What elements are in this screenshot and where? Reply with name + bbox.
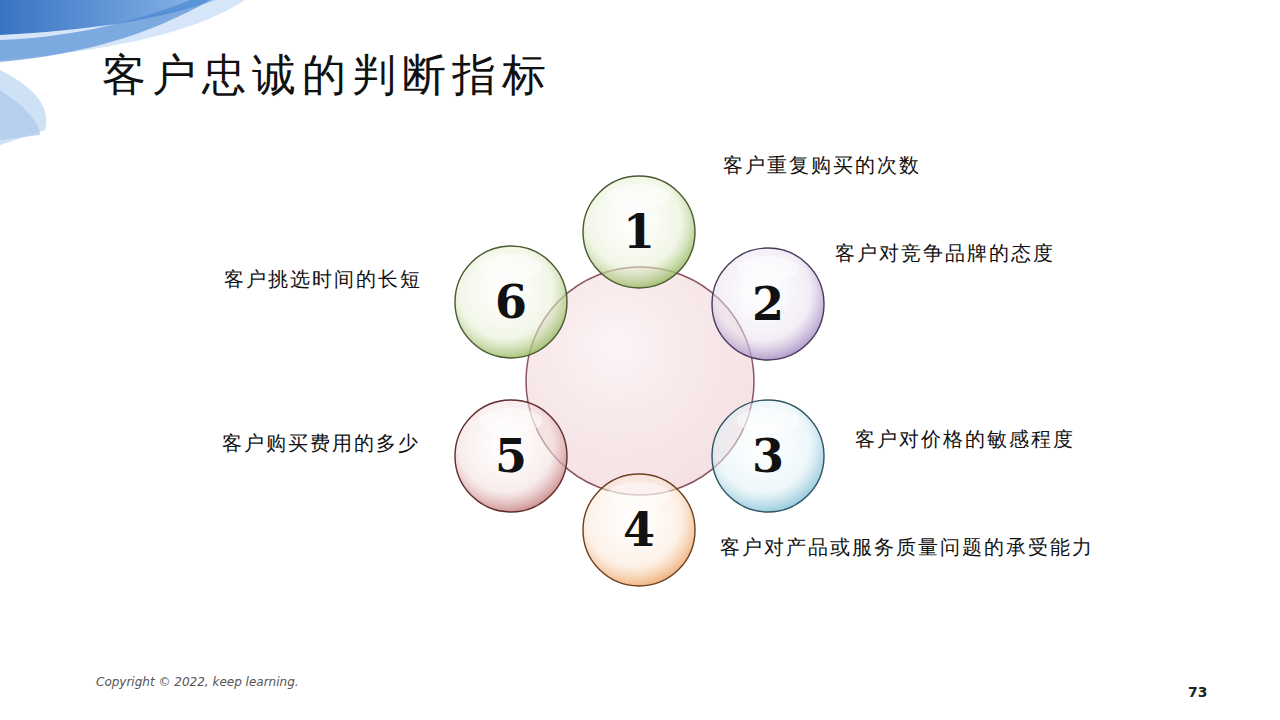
circle-outline	[455, 246, 567, 358]
number-circle: 4客户对产品或服务质量问题的承受能力	[582, 473, 696, 587]
callout-number: 2	[711, 247, 825, 361]
swoosh	[0, 90, 40, 140]
page-number: 73	[1188, 684, 1207, 700]
number-circle: 2客户对竞争品牌的态度	[711, 247, 825, 361]
circle-outline	[712, 248, 824, 360]
swoosh	[0, 70, 46, 145]
circle-outline	[583, 176, 695, 288]
indicator-label: 客户重复购买的次数	[723, 152, 921, 179]
callout-number: 6	[454, 245, 568, 359]
circle-outline	[455, 400, 567, 512]
indicator-label: 客户购买费用的多少	[222, 430, 420, 457]
number-circle: 1客户重复购买的次数	[582, 175, 696, 289]
indicator-label: 客户对价格的敏感程度	[855, 426, 1075, 453]
callout-number: 3	[711, 399, 825, 513]
circle-outline	[712, 400, 824, 512]
callout-number: 4	[582, 473, 696, 587]
number-circle: 6客户挑选时间的长短	[454, 245, 568, 359]
number-circle: 5客户购买费用的多少	[454, 399, 568, 513]
indicator-label: 客户挑选时间的长短	[224, 266, 422, 293]
indicator-label: 客户对产品或服务质量问题的承受能力	[720, 534, 1094, 561]
copyright-note: Copyright © 2022, keep learning.	[96, 675, 299, 689]
circle-outline	[583, 474, 695, 586]
callout-number: 1	[582, 175, 696, 289]
number-circle: 3客户对价格的敏感程度	[711, 399, 825, 513]
slide-title: 客户忠诚的判断指标	[102, 46, 552, 105]
indicator-label: 客户对竞争品牌的态度	[835, 240, 1055, 267]
callout-number: 5	[454, 399, 568, 513]
